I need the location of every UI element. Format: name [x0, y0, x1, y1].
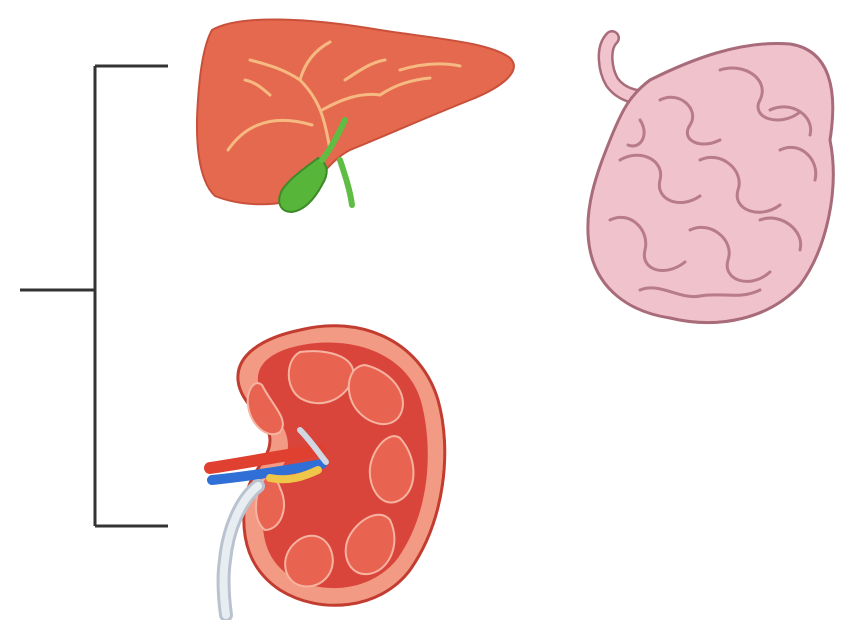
renal-hilum	[210, 430, 326, 480]
grouping-bracket	[20, 66, 168, 526]
kidney-icon	[210, 326, 445, 615]
liver-lobe-shape	[197, 19, 514, 204]
liver-icon	[197, 19, 514, 212]
small-intestine-icon	[588, 38, 833, 323]
